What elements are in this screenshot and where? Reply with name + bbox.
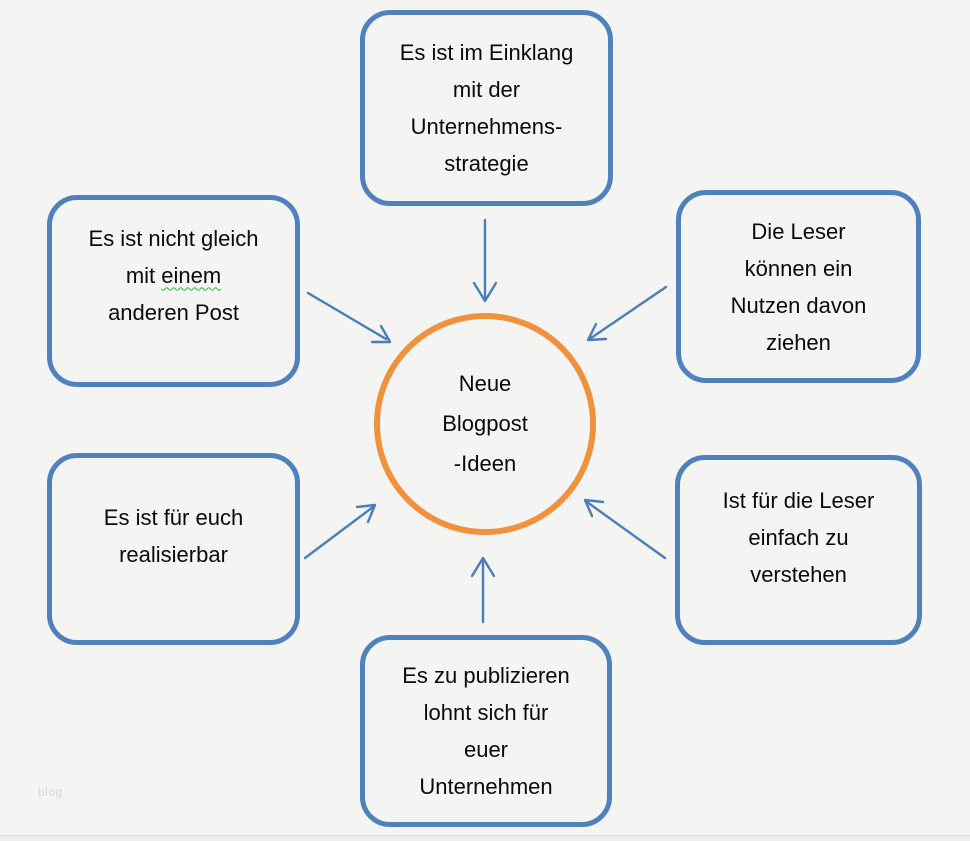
text-segment: -Ideen [453,451,517,476]
text-segment: Blogpost [442,411,528,436]
text-line: mit einem [126,257,221,294]
text-line: anderen Post [108,294,239,331]
text-segment: anderen Post [108,299,239,325]
text-segment: Die Leser [751,218,846,244]
text-segment: Es zu publizieren [402,663,570,688]
idea-box-lower-right: Ist für die Leser einfach zu verstehen [675,455,922,645]
text-line: Unternehmens- [411,108,563,145]
text-line: Unternehmen [419,768,552,805]
text-segment: Es ist im Einklang [399,40,574,65]
text-line: Blogpost [442,404,528,444]
arrow-upper-left-to-center-icon [306,291,392,344]
text-segment: ziehen [766,329,831,355]
text-line: euer [464,731,508,768]
text-segment: mit der [452,77,521,102]
arrow-bottom-to-center-icon [470,556,496,624]
text-line: Es ist nicht gleich [89,220,259,257]
text-line: Es zu publizieren [402,657,570,694]
arrow-lower-right-to-center-icon [583,498,667,560]
text-line: Ist für die Leser [723,482,875,519]
text-segment: Unternehmens- [410,114,563,139]
text-segment: Nutzen davon [730,292,867,318]
text-segment: Es ist für euch [103,505,244,530]
text-line: mit der [453,71,520,108]
text-segment: realisierbar [119,542,228,567]
text-segment: Es ist nicht gleich [88,225,259,251]
idea-box-upper-left: Es ist nicht gleich mit einem anderen Post [47,195,300,387]
text-segment: verstehen [750,561,847,587]
arrow-lower-left-to-center-icon [303,503,377,560]
text-line: Es ist für euch [104,499,243,536]
text-line: ziehen [766,324,831,361]
spellcheck-underlined-word: einem [161,262,222,288]
text-segment: lohnt sich für [423,700,549,725]
text-line: lohnt sich für [424,694,549,731]
text-line: strategie [444,145,528,182]
text-line: realisierbar [119,536,228,573]
text-segment: können ein [744,255,853,281]
arrow-upper-right-to-center-icon [586,285,668,342]
text-line: können ein [745,250,853,287]
text-segment: einfach zu [748,524,849,550]
idea-box-lower-left: Es ist für euch realisierbar [47,453,300,645]
watermark-text: blog [38,785,63,799]
text-segment: Neue [458,371,512,396]
text-line: verstehen [750,556,847,593]
text-line: Die Leser [751,213,845,250]
bottom-edge-strip [0,835,970,841]
text-segment: Unternehmen [419,774,553,799]
text-line: Es ist im Einklang [400,34,574,71]
text-segment: euer [463,737,509,762]
text-line: einfach zu [748,519,848,556]
text-line: -Ideen [454,444,516,484]
text-segment: strategie [444,151,529,176]
text-segment: mit [125,262,162,288]
text-segment: Ist für die Leser [722,487,875,513]
text-line: Nutzen davon [731,287,867,324]
text-line: Neue [459,364,512,404]
arrow-top-to-center-icon [472,218,498,303]
